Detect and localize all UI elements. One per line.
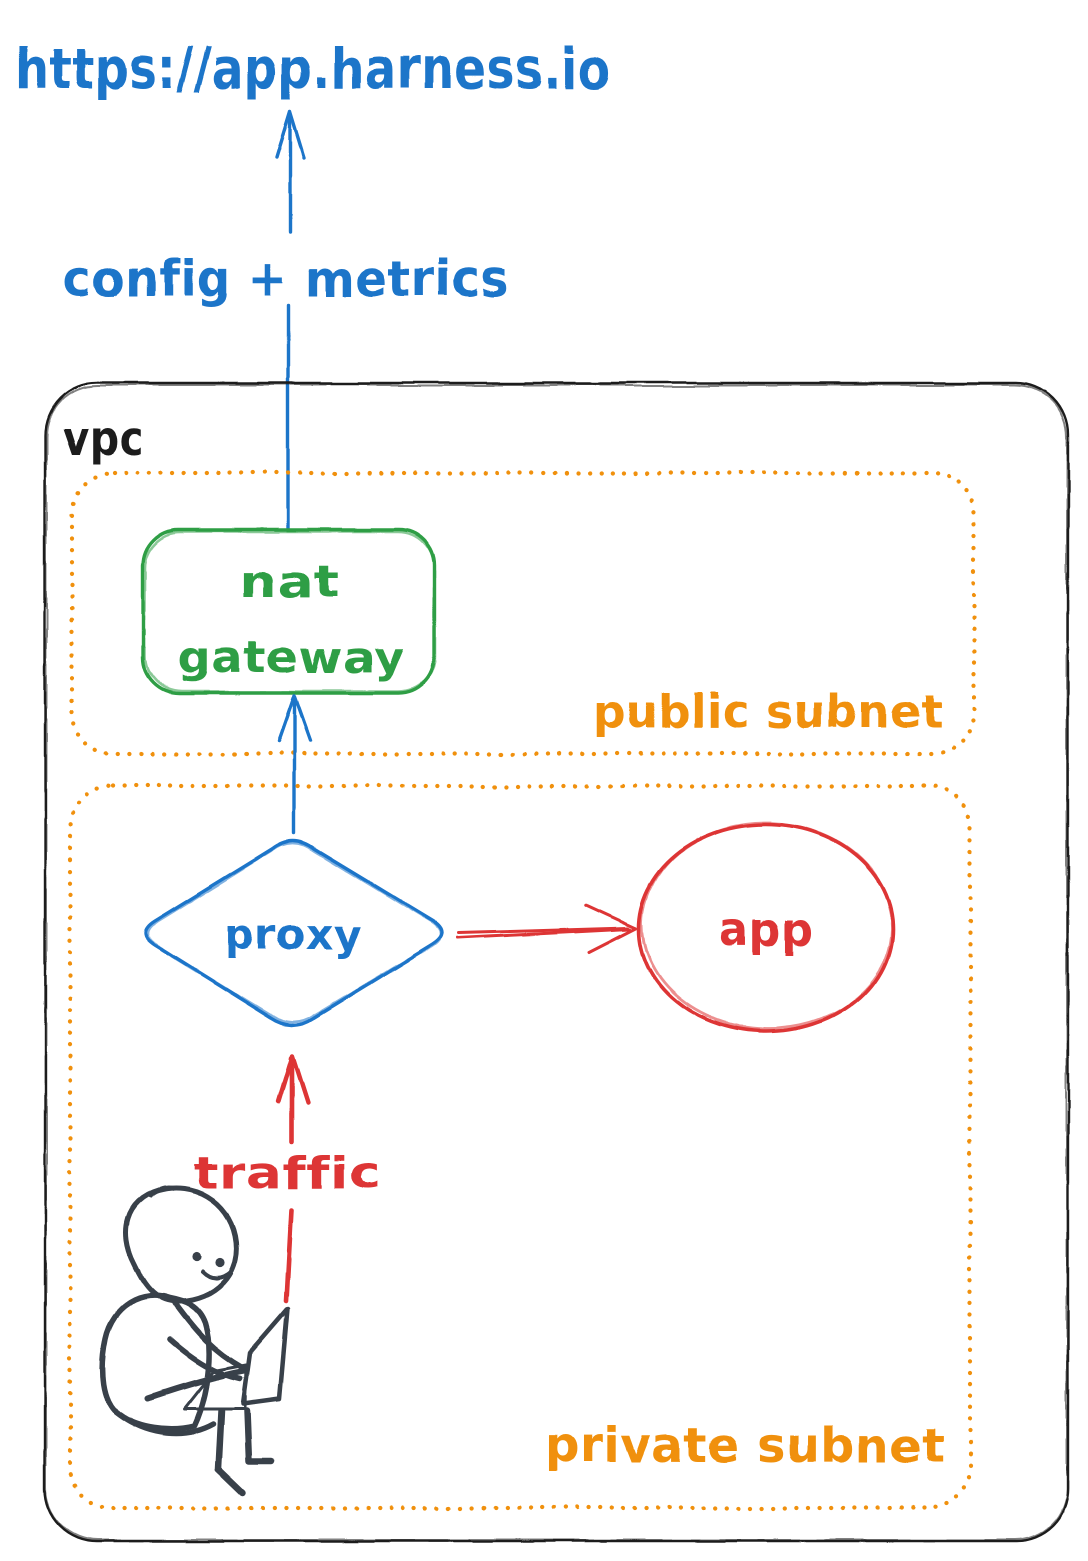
- traffic-label: traffic: [193, 1148, 381, 1199]
- app-label: app: [719, 903, 814, 957]
- proxy-to-app-arrow: [456, 903, 638, 954]
- proxy-diamond-sketch: [146, 841, 442, 1025]
- laptop-screen: [240, 1306, 291, 1407]
- person-hair-flick: [147, 1186, 176, 1199]
- vpc-container-box: [43, 381, 1070, 1543]
- public-subnet-box: [69, 470, 977, 757]
- person-leg-front: [214, 1407, 247, 1497]
- person-seat-curve: [113, 1409, 216, 1437]
- traffic-arrow: [276, 1053, 311, 1304]
- config-metrics-arrow: [274, 110, 306, 530]
- private-subnet-label: private subnet: [545, 1418, 945, 1474]
- person-with-laptop-figure: [99, 1186, 291, 1497]
- laptop-keyboard: [182, 1363, 248, 1411]
- person-arm: [172, 1300, 246, 1371]
- person-body: [99, 1292, 212, 1432]
- person-forearm: [167, 1337, 243, 1382]
- person-head: [123, 1186, 239, 1305]
- person-leg-back: [243, 1407, 275, 1465]
- config-metrics-label: config + metrics: [63, 250, 509, 308]
- person-eye-right: [215, 1258, 225, 1268]
- public-subnet-label: public subnet: [593, 685, 943, 739]
- person-eye-left: [192, 1252, 202, 1262]
- proxy-to-nat-arrow: [276, 694, 312, 835]
- nat-gateway-label-line2: gateway: [177, 632, 405, 683]
- vpc-label: vpc: [62, 412, 144, 466]
- private-subnet-box: [67, 783, 973, 1511]
- external-url-label: https://app.harness.io: [15, 37, 611, 102]
- vpc-container-box-sketch: [45, 384, 1068, 1541]
- nat-gateway-box-sketch: [143, 530, 436, 694]
- nat-gateway-node: nat gateway: [141, 528, 437, 695]
- app-ellipse-sketch: [640, 821, 894, 1031]
- nat-gateway-label-line1: nat: [239, 557, 339, 608]
- proxy-node: proxy: [143, 839, 445, 1027]
- person-smile: [201, 1270, 233, 1281]
- person-lap-line: [145, 1368, 247, 1401]
- proxy-label: proxy: [224, 910, 362, 961]
